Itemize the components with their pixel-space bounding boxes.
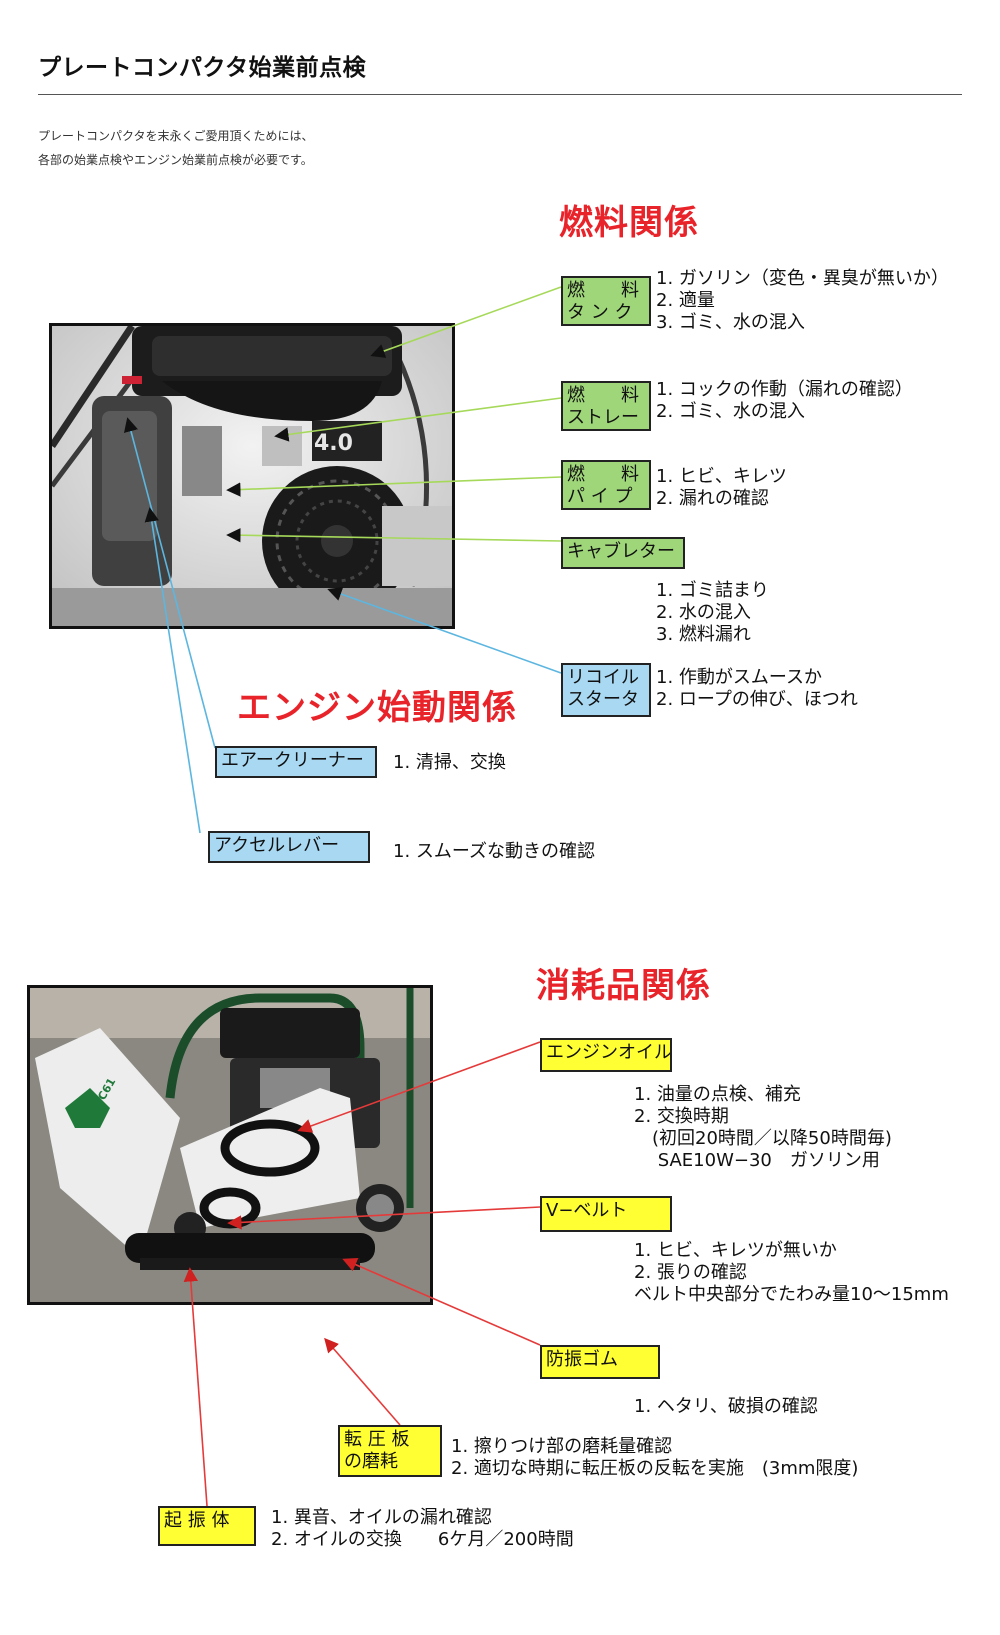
label-anti-vibration-rubber: 防振ゴム: [540, 1345, 660, 1379]
checks-air-cleaner: 1. 清掃、交換: [393, 752, 506, 773]
checks-fuel-tank: 1. ガソリン（変色・異臭が無いか） 2. 適量 3. ゴミ、水の混入: [656, 268, 949, 333]
checks-recoil-starter: 1. 作動がスムースか 2. ロープの伸び、ほつれ: [656, 667, 858, 710]
checks-anti-vibration-rubber: 1. ヘタリ、破損の確認: [634, 1396, 818, 1417]
intro-text: プレートコンパクタを末永くご愛用頂くためには、 各部の始業点検やエンジン始業前点…: [38, 124, 314, 172]
checks-compaction-plate: 1. 擦りつけ部の磨耗量確認 2. 適切な時期に転圧板の反転を実施 (3mm限度…: [451, 1436, 859, 1479]
checks-fuel-pipe: 1. ヒビ、キレツ 2. 漏れの確認: [656, 466, 787, 509]
label-vibrator: 起 振 体: [158, 1506, 256, 1546]
checks-fuel-strainer: 1. コックの作動（漏れの確認） 2. ゴミ、水の混入: [656, 379, 913, 422]
checks-accel-lever: 1. スムーズな動きの確認: [393, 841, 595, 862]
checks-engine-oil: 1. 油量の点検、補充 2. 交換時期 (初回20時間／以降50時間毎) SAE…: [634, 1084, 892, 1171]
label-air-cleaner: エアークリーナー: [215, 746, 377, 778]
label-fuel-strainer: 燃 料 ストレー: [561, 381, 651, 431]
fuel-heading: 燃料関係: [559, 203, 699, 243]
checks-vibrator: 1. 異音、オイルの漏れ確認 2. オイルの交換 6ケ月／200時間: [271, 1507, 574, 1550]
label-compaction-plate: 転 圧 板 の磨耗: [338, 1425, 442, 1477]
label-carburetor: キャブレター: [561, 537, 685, 569]
label-accel-lever: アクセルレバー: [208, 831, 370, 863]
title-divider: [38, 94, 962, 95]
leader-compaction-plate: [324, 1337, 401, 1426]
consumables-heading: 消耗品関係: [536, 966, 711, 1006]
intro-line: プレートコンパクタを末永くご愛用頂くためには、: [38, 129, 314, 143]
label-engine-oil: エンジンオイル: [540, 1038, 672, 1072]
engine-heading: エンジン始動関係: [237, 688, 517, 728]
page-title: プレートコンパクタ始業前点検: [38, 55, 367, 81]
engine-photo: 4.0: [49, 323, 455, 629]
engine-badge: 4.0: [314, 431, 353, 456]
label-fuel-pipe: 燃 料 パ イ プ: [561, 460, 651, 510]
compactor-photo: PC61: [27, 985, 433, 1305]
frame-logo-shape: [65, 1088, 110, 1128]
checks-v-belt: 1. ヒビ、キレツが無いか 2. 張りの確認 ベルト中央部分でたわみ量10〜15…: [634, 1240, 949, 1305]
intro-line: 各部の始業点検やエンジン始業前点検が必要です。: [38, 153, 313, 167]
leader-vibrator: [183, 1267, 208, 1507]
label-recoil-starter: リコイル スタータ: [561, 663, 651, 717]
label-v-belt: V−ベルト: [540, 1196, 672, 1232]
checks-carburetor: 1. ゴミ詰まり 2. 水の混入 3. 燃料漏れ: [656, 580, 769, 645]
label-fuel-tank: 燃 料 タ ン ク: [561, 276, 651, 326]
